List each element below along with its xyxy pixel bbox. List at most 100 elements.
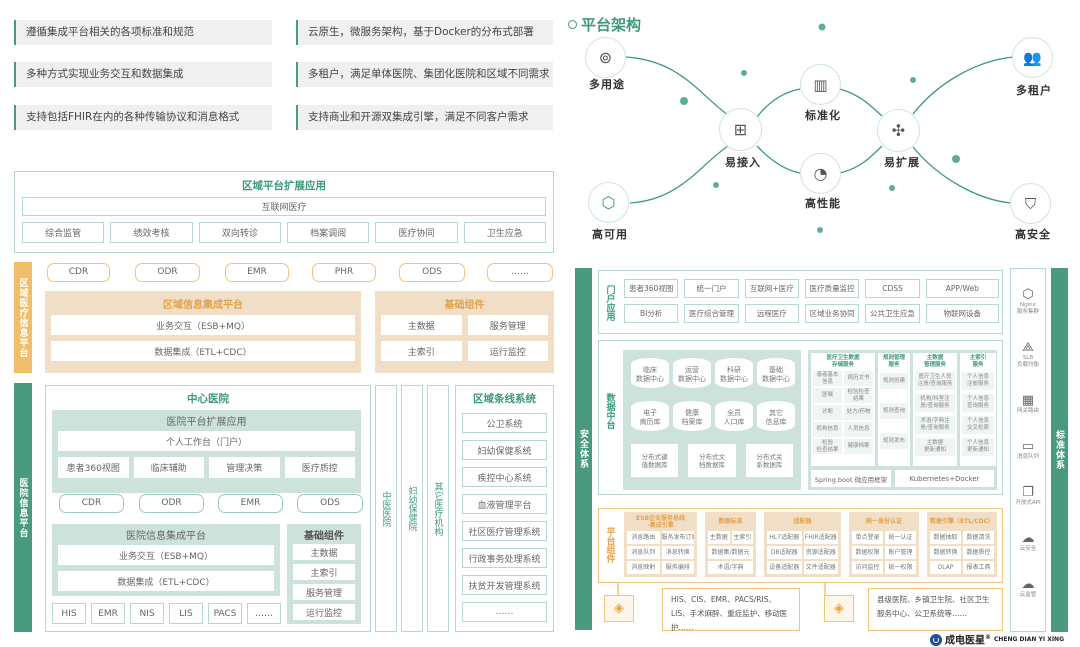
portal-app-item: 患者360视图 bbox=[624, 279, 679, 298]
regional-app-item: 双向转诊 bbox=[198, 222, 281, 243]
line-system-item: …… bbox=[462, 602, 547, 622]
component-item: 单点登录 bbox=[852, 531, 883, 544]
infrastructure-icon: ☁ bbox=[1021, 531, 1035, 546]
regional-extension-title: 区域平台扩展应用 bbox=[242, 180, 326, 192]
cube-icon: ⊚ bbox=[598, 48, 613, 67]
logo-cn: 成电医星 bbox=[945, 635, 985, 647]
regional-app-item: 档案调阅 bbox=[286, 222, 370, 243]
hospital-system-item: HIS bbox=[52, 603, 86, 624]
component-group-title: 统一身份认证 bbox=[865, 518, 902, 525]
infrastructure-icon: ⟁ bbox=[1022, 340, 1034, 355]
hexagon-box-icon: ⬡ bbox=[601, 193, 616, 212]
standardization-label: 标准化 bbox=[805, 109, 841, 122]
portal-app-item: 互联网+医疗 bbox=[744, 279, 799, 298]
data-center-panel: 数据中台 临床 数据中心运营 数据中心科研 数据中心基础 数据中心电子 病历库健… bbox=[598, 340, 1003, 495]
store-capsule: EMR bbox=[218, 494, 283, 513]
institution-column: 其它医疗机构 bbox=[427, 385, 449, 632]
component-item: 文件适配器 bbox=[803, 561, 838, 574]
security-system-band: 安全体系 bbox=[575, 268, 592, 630]
infrastructure-label: 消息队列 bbox=[1016, 454, 1039, 460]
easy-access-node: ⊞ bbox=[719, 108, 762, 151]
component-item: 数据抽取 bbox=[930, 531, 961, 544]
service-item: 规则查询 bbox=[880, 403, 908, 419]
hospital-extension-panel: 医院平台扩展应用 个人工作台（门户） 患者360视图临床辅助管理决策医疗质控 bbox=[52, 410, 361, 493]
infrastructure-icon: ⬡ bbox=[1022, 287, 1034, 302]
hospital-app-item: 管理决策 bbox=[209, 457, 280, 478]
infrastructure-label: 网关路由 bbox=[1016, 408, 1039, 414]
circle-bullet-icon bbox=[568, 20, 577, 29]
connector-line bbox=[912, 146, 1012, 204]
feature-item: 云原生，微服务架构，基于Docker的分布式部署 bbox=[296, 20, 553, 45]
infrastructure-label: 云监管 bbox=[1019, 592, 1037, 598]
regional-app-item: 医疗协同 bbox=[375, 222, 458, 243]
component-item: 数据转换 bbox=[930, 546, 961, 559]
base-component-item: 主索引 bbox=[381, 341, 462, 361]
integration-bar: 数据集成（ETL+CDC） bbox=[51, 341, 355, 361]
portal-app-item: 公共卫生应急 bbox=[865, 304, 920, 323]
line-system-item: 公卫系统 bbox=[462, 413, 547, 433]
standard-system-band: 标准体系 bbox=[1051, 268, 1068, 632]
hospital-source-systems: HIS、CIS、EMR、PACS/RIS、LIS、手术麻醉、重症监护、移动医护…… bbox=[662, 588, 800, 632]
component-item: 主索引 bbox=[731, 531, 753, 544]
regional-platform-side-label: 区域医疗信息平台 bbox=[14, 262, 32, 373]
regional-app-item: 绩效考核 bbox=[110, 222, 193, 243]
hospital-system-item: EMR bbox=[91, 603, 125, 624]
infrastructure-icon: ☁ bbox=[1021, 577, 1035, 592]
line-system-item: 血液管理平台 bbox=[462, 494, 547, 514]
store-capsule: …… bbox=[487, 263, 553, 282]
service-item: 患者基本 信息 bbox=[813, 371, 842, 386]
portal-app-item: 区域业务协同 bbox=[804, 304, 860, 323]
decor-dot bbox=[952, 155, 960, 163]
high-performance-label: 高性能 bbox=[805, 197, 841, 210]
hospital-system-item: LIS bbox=[169, 603, 203, 624]
service-item: 人员信息 bbox=[844, 422, 873, 437]
hospital-system-item: NIS bbox=[130, 603, 164, 624]
component-item: 术语/字典 bbox=[708, 561, 753, 574]
hospital-app-item: 患者360视图 bbox=[58, 457, 129, 478]
feature-item: 支持商业和开源双集成引擎，满足不同客户需求 bbox=[296, 105, 553, 130]
component-item: 数据权限 bbox=[852, 546, 883, 559]
regional-base-title: 基础组件 bbox=[444, 300, 485, 311]
data-services-area: 医疗卫生数据 存储服务 患者基本 信息病历文书医嘱检验检查 结果诊断处方/药物机… bbox=[808, 350, 997, 490]
shield-icon: ⛉ bbox=[1024, 194, 1037, 213]
component-item: 资源适配器 bbox=[803, 546, 838, 559]
service-item: 个人信息 更新通知 bbox=[962, 438, 994, 456]
component-group: ESB企业服务总线 -集成引擎消息路由服务发布订阅消息队列消息转换消息映射服务编… bbox=[624, 512, 697, 577]
service-item: 检验检查 结果 bbox=[844, 388, 873, 403]
integration-bar: 数据集成（ETL+CDC） bbox=[58, 571, 274, 591]
component-item: OLAP bbox=[930, 561, 961, 574]
feature-item: 支持包括FHIR在内的各种传输协议和消息格式 bbox=[14, 105, 272, 130]
infrastructure-item: ▭消息队列 bbox=[1011, 439, 1045, 461]
hospital-app-item: 医疗质控 bbox=[284, 457, 355, 478]
service-item: 个人信息 注册服务 bbox=[962, 372, 994, 390]
connector-line bbox=[756, 88, 801, 118]
connector-line bbox=[756, 145, 801, 174]
infrastructure-item: ☁云监管 bbox=[1011, 577, 1045, 599]
monitor-icon: ▥ bbox=[813, 75, 828, 94]
infrastructure-label: Nginx 服务集群 bbox=[1016, 302, 1039, 315]
component-item: 服务发布订阅 bbox=[661, 531, 694, 544]
infrastructure-icon: ❐ bbox=[1022, 485, 1034, 500]
infrastructure-label: 开放式API bbox=[1015, 500, 1041, 506]
data-store-area: 临床 数据中心运营 数据中心科研 数据中心基础 数据中心电子 病历库健康 档案库… bbox=[623, 350, 801, 490]
decor-dot bbox=[741, 70, 747, 76]
integration-bar: 业务交互（ESB+MQ） bbox=[51, 315, 355, 335]
component-item: HL7适配器 bbox=[767, 531, 802, 544]
hospital-platform-side-label: 医院信息平台 bbox=[14, 383, 32, 632]
hospital-system-item: …… bbox=[247, 603, 281, 624]
store-capsule: ODS bbox=[399, 263, 465, 282]
decor-dot bbox=[910, 77, 916, 83]
central-hospital-title: 中心医院 bbox=[187, 393, 229, 405]
hospital-app-item: 临床辅助 bbox=[133, 457, 204, 478]
regional-app-item: 综合监管 bbox=[22, 222, 105, 243]
service-item: 机构信息 bbox=[813, 422, 842, 437]
master-data-service-column: 主数据 管理服务 医疗卫生人员 注册/查询服务机构/科室注 册/查询服务术语/字… bbox=[913, 353, 957, 466]
base-component-item: 运行监控 bbox=[293, 604, 355, 620]
component-item: 数据清洗 bbox=[963, 531, 994, 544]
feature-item: 多租户，满足单体医院、集团化医院和区域不同需求 bbox=[296, 62, 553, 87]
gauge-icon: ◔ bbox=[813, 164, 828, 183]
platform-components-label: 平台组件 bbox=[604, 527, 615, 563]
line-systems-title: 区域条线系统 bbox=[473, 393, 536, 405]
component-item: FHIR适配器 bbox=[803, 531, 838, 544]
service-column-title: 主索引 服务 bbox=[969, 355, 987, 368]
